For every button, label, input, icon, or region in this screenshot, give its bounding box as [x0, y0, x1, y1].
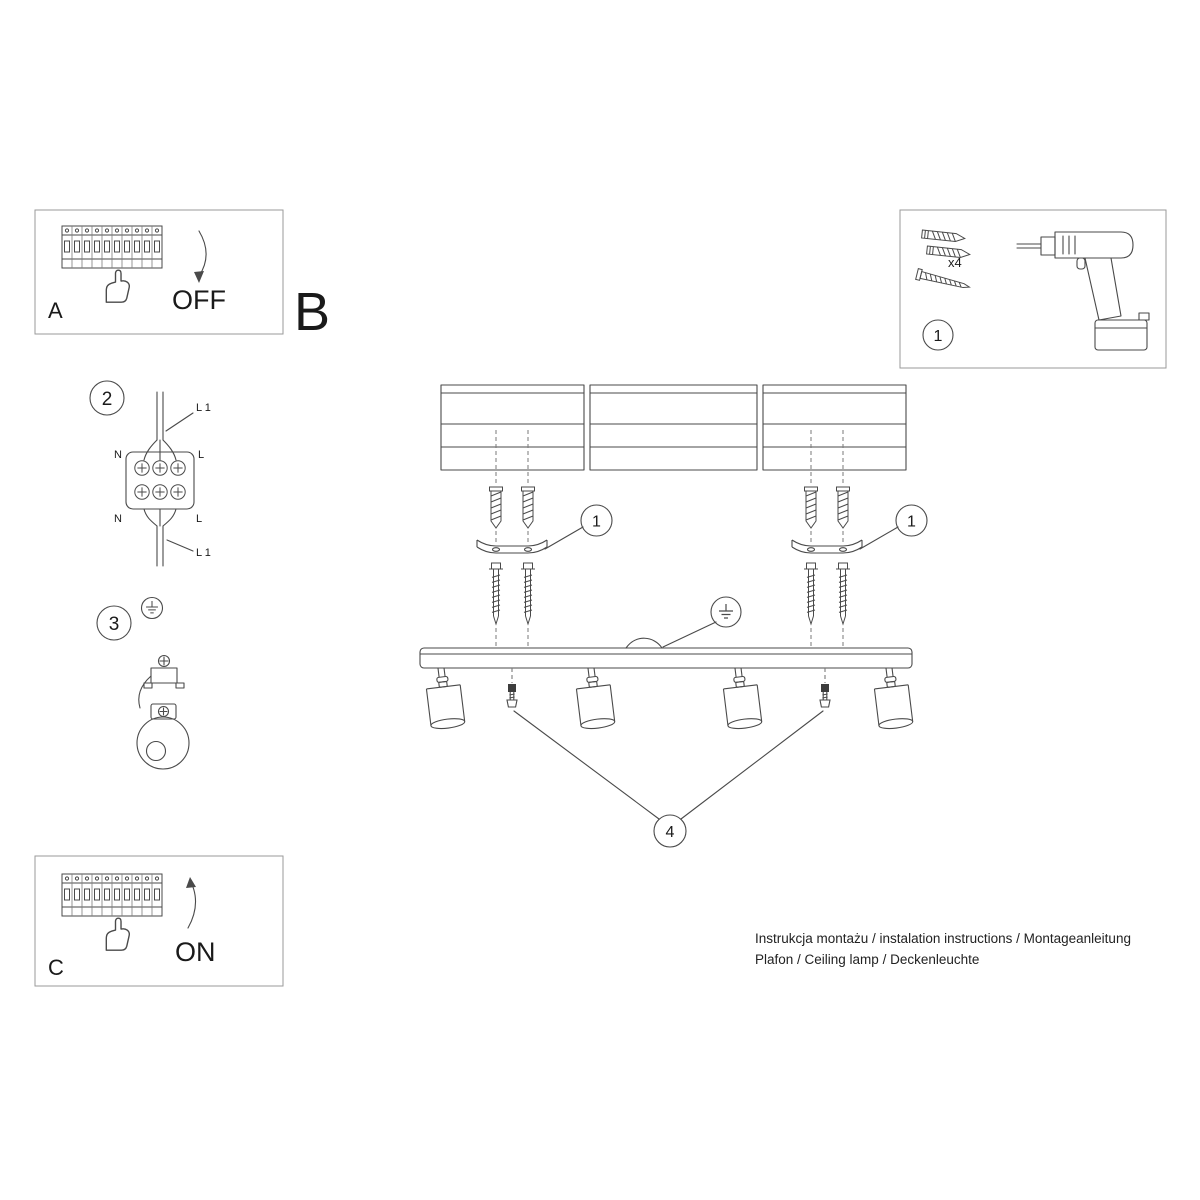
anchor-and-screw-column: [835, 429, 851, 648]
mounting-bracket: [476, 539, 548, 554]
hardware-kit-box: x4 1: [899, 209, 1167, 369]
terminal-screw-icon: [170, 484, 186, 500]
spotlight: [720, 665, 763, 731]
section-c-frame: [34, 855, 284, 987]
step-3-grounding: 3: [96, 596, 190, 770]
section-a-frame: [34, 209, 284, 335]
power-on-label: ON: [175, 937, 216, 967]
wire-label-l-bottom: L: [196, 513, 202, 525]
section-a-label: A: [48, 298, 63, 323]
wire-label-l-top: L: [198, 449, 204, 461]
pointing-hand-icon: [105, 917, 130, 951]
lamp-bar: [419, 647, 913, 669]
callout-1-left: 1: [544, 504, 613, 550]
l1-bottom-leader: [166, 539, 194, 552]
terminal-screw-icon: [152, 460, 168, 476]
ground-terminal-icon: [136, 703, 190, 770]
anchor-and-screw-column: [803, 429, 819, 648]
earth-symbol-icon: [718, 603, 734, 619]
footer-line-2: Plafon / Ceiling lamp / Deckenleuchte: [755, 952, 979, 967]
quantity-label: x4: [948, 255, 962, 270]
arrow-up-icon: [186, 877, 197, 929]
arrow-down-icon: [194, 230, 207, 283]
wire-label-l1-bottom: L 1: [196, 547, 211, 559]
supply-cable-top: [143, 391, 177, 461]
callout-4-number: 4: [666, 824, 675, 841]
section-b-label: B: [294, 282, 330, 342]
cable-clamp-icon: [138, 654, 185, 709]
kit-frame: [899, 209, 1167, 369]
spotlight: [423, 665, 466, 731]
mounting-diagram: 1 1 4: [419, 384, 928, 848]
fixing-screw: [506, 667, 518, 708]
earth-symbol-circle: [140, 596, 164, 620]
power-off-label: OFF: [172, 285, 226, 315]
kit-callout-number: 1: [934, 328, 943, 345]
pointing-hand-icon: [105, 269, 130, 303]
section-c-power-on: ON C: [34, 855, 284, 987]
kit-callout-circle: [922, 319, 954, 351]
callout-1-left-number: 1: [592, 514, 601, 531]
breaker-panel-icon: [61, 873, 163, 917]
callout-1-right: 1: [859, 504, 928, 550]
terminal-screw-icon: [170, 460, 186, 476]
terminal-screw-icon: [152, 484, 168, 500]
ground-callout: [625, 596, 742, 649]
step-2-badge-circle: [89, 380, 125, 416]
fixing-screw: [819, 667, 831, 708]
wire-label-l1-top: L 1: [196, 402, 211, 414]
screw-icon: [915, 268, 972, 293]
step-3-badge-circle: [96, 605, 132, 641]
wall-plug-icon: [921, 229, 966, 243]
callout-1-right-number: 1: [907, 514, 916, 531]
breaker-panel-icon: [61, 225, 163, 269]
l1-top-leader: [165, 412, 194, 432]
wire-label-n-bottom: N: [114, 513, 122, 525]
drill-icon: [1016, 231, 1150, 351]
anchor-and-screw-column: [488, 429, 504, 648]
ground-wire: [625, 637, 663, 649]
ceiling-rail: [440, 384, 907, 471]
footer-line-1: Instrukcja montażu / instalation instruc…: [755, 931, 1131, 946]
step-2-number: 2: [102, 389, 113, 410]
earth-symbol-icon: [145, 600, 159, 614]
section-c-label: C: [48, 955, 64, 980]
section-a-power-off: OFF A: [34, 209, 284, 335]
callout-4: 4: [513, 710, 824, 848]
anchor-and-screw-column: [520, 429, 536, 648]
terminal-screw-icon: [134, 460, 150, 476]
wire-label-n-top: N: [114, 449, 122, 461]
mounting-bracket: [791, 539, 863, 554]
step-2-wiring: 2 L 1 N L N L L 1: [89, 380, 211, 567]
terminal-screw-icon: [134, 484, 150, 500]
spotlight: [871, 665, 914, 731]
supply-cable-bottom: [143, 508, 177, 567]
step-3-number: 3: [109, 614, 120, 635]
spotlight: [573, 665, 616, 731]
